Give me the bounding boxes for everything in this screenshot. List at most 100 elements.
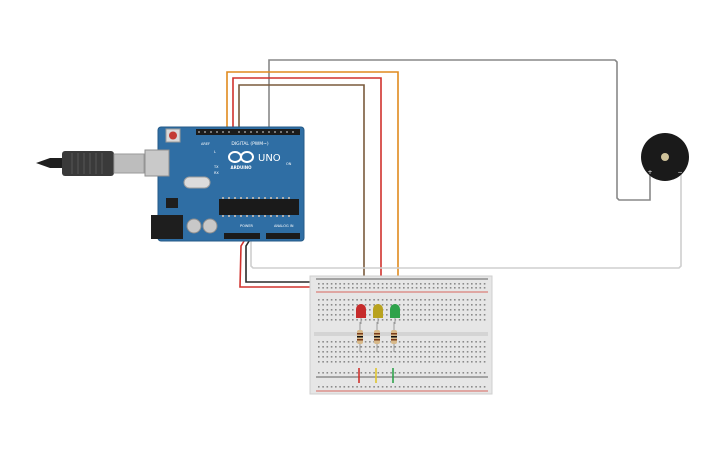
- breadboard-hole[interactable]: [407, 287, 409, 289]
- breadboard-hole[interactable]: [441, 356, 443, 358]
- breadboard-hole[interactable]: [326, 372, 329, 374]
- breadboard-hole[interactable]: [471, 346, 473, 348]
- breadboard-hole[interactable]: [420, 356, 422, 358]
- breadboard-hole[interactable]: [364, 299, 367, 301]
- breadboard-hole[interactable]: [454, 361, 456, 363]
- breadboard-hole[interactable]: [441, 351, 443, 353]
- breadboard-hole[interactable]: [458, 346, 460, 348]
- breadboard-hole[interactable]: [462, 346, 465, 348]
- breadboard-hole[interactable]: [424, 304, 426, 306]
- breadboard-hole[interactable]: [339, 361, 341, 363]
- breadboard-hole[interactable]: [318, 319, 320, 321]
- breadboard-hole[interactable]: [335, 386, 337, 388]
- breadboard-hole[interactable]: [432, 341, 435, 343]
- breadboard-hole[interactable]: [330, 356, 333, 358]
- breadboard-hole[interactable]: [322, 319, 324, 321]
- breadboard-hole[interactable]: [475, 287, 477, 289]
- breadboard-hole[interactable]: [369, 372, 371, 374]
- breadboard-hole[interactable]: [458, 319, 460, 321]
- breadboard-hole[interactable]: [318, 372, 320, 374]
- breadboard-hole[interactable]: [335, 319, 337, 321]
- breadboard-hole[interactable]: [475, 341, 477, 343]
- breadboard-hole[interactable]: [462, 319, 465, 321]
- breadboard-hole[interactable]: [432, 351, 435, 353]
- breadboard-hole[interactable]: [326, 346, 329, 348]
- breadboard-hole[interactable]: [326, 283, 329, 285]
- breadboard-hole[interactable]: [403, 283, 405, 285]
- breadboard-hole[interactable]: [390, 283, 392, 285]
- breadboard-hole[interactable]: [403, 309, 405, 311]
- breadboard-hole[interactable]: [352, 351, 354, 353]
- breadboard-hole[interactable]: [373, 361, 375, 363]
- breadboard-hole[interactable]: [373, 319, 375, 321]
- breadboard-hole[interactable]: [352, 304, 354, 306]
- breadboard-hole[interactable]: [377, 372, 380, 374]
- breadboard-hole[interactable]: [445, 304, 448, 306]
- breadboard-hole[interactable]: [407, 351, 409, 353]
- breadboard-hole[interactable]: [352, 341, 354, 343]
- breadboard-hole[interactable]: [352, 314, 354, 316]
- breadboard-hole[interactable]: [326, 319, 329, 321]
- breadboard-hole[interactable]: [326, 341, 329, 343]
- breadboard-hole[interactable]: [407, 356, 409, 358]
- breadboard-hole[interactable]: [364, 356, 367, 358]
- breadboard-hole[interactable]: [377, 299, 380, 301]
- breadboard-hole[interactable]: [335, 299, 337, 301]
- breadboard-hole[interactable]: [407, 299, 409, 301]
- breadboard-hole[interactable]: [454, 309, 456, 311]
- breadboard-hole[interactable]: [420, 304, 422, 306]
- breadboard-hole[interactable]: [381, 319, 384, 321]
- breadboard-hole[interactable]: [381, 283, 384, 285]
- breadboard-hole[interactable]: [403, 356, 405, 358]
- breadboard-hole[interactable]: [428, 283, 431, 285]
- breadboard-hole[interactable]: [475, 304, 477, 306]
- breadboard-hole[interactable]: [339, 341, 341, 343]
- breadboard-hole[interactable]: [339, 314, 341, 316]
- breadboard-hole[interactable]: [428, 351, 431, 353]
- breadboard-hole[interactable]: [360, 386, 363, 388]
- breadboard-hole[interactable]: [330, 372, 333, 374]
- breadboard-hole[interactable]: [373, 386, 375, 388]
- breadboard-hole[interactable]: [483, 299, 486, 301]
- breadboard-hole[interactable]: [322, 386, 324, 388]
- breadboard-hole[interactable]: [415, 372, 418, 374]
- breadboard-hole[interactable]: [360, 361, 363, 363]
- breadboard-hole[interactable]: [432, 372, 435, 374]
- breadboard-hole[interactable]: [428, 319, 431, 321]
- breadboard-hole[interactable]: [437, 287, 439, 289]
- breadboard-hole[interactable]: [471, 361, 473, 363]
- breadboard-hole[interactable]: [407, 319, 409, 321]
- breadboard-hole[interactable]: [475, 386, 477, 388]
- breadboard-hole[interactable]: [360, 299, 363, 301]
- breadboard-hole[interactable]: [411, 356, 414, 358]
- breadboard-hole[interactable]: [322, 356, 324, 358]
- breadboard-hole[interactable]: [483, 287, 486, 289]
- breadboard-hole[interactable]: [411, 361, 414, 363]
- breadboard-hole[interactable]: [449, 319, 452, 321]
- breadboard-hole[interactable]: [326, 361, 329, 363]
- breadboard-hole[interactable]: [330, 361, 333, 363]
- breadboard-hole[interactable]: [335, 356, 337, 358]
- breadboard-hole[interactable]: [420, 386, 422, 388]
- breadboard-hole[interactable]: [424, 319, 426, 321]
- breadboard-hole[interactable]: [347, 304, 350, 306]
- breadboard-hole[interactable]: [364, 341, 367, 343]
- breadboard-hole[interactable]: [462, 341, 465, 343]
- breadboard-hole[interactable]: [343, 304, 346, 306]
- breadboard-hole[interactable]: [377, 283, 380, 285]
- breadboard-hole[interactable]: [445, 299, 448, 301]
- breadboard-hole[interactable]: [441, 361, 443, 363]
- breadboard-hole[interactable]: [326, 356, 329, 358]
- breadboard-hole[interactable]: [432, 299, 435, 301]
- breadboard-hole[interactable]: [483, 372, 486, 374]
- breadboard-hole[interactable]: [322, 287, 324, 289]
- breadboard-hole[interactable]: [411, 351, 414, 353]
- breadboard-hole[interactable]: [466, 372, 469, 374]
- breadboard-hole[interactable]: [449, 299, 452, 301]
- breadboard-hole[interactable]: [466, 304, 469, 306]
- breadboard-hole[interactable]: [335, 283, 337, 285]
- breadboard-hole[interactable]: [415, 346, 418, 348]
- breadboard-hole[interactable]: [403, 361, 405, 363]
- breadboard-hole[interactable]: [335, 287, 337, 289]
- wire-brown[interactable]: [238, 84, 365, 303]
